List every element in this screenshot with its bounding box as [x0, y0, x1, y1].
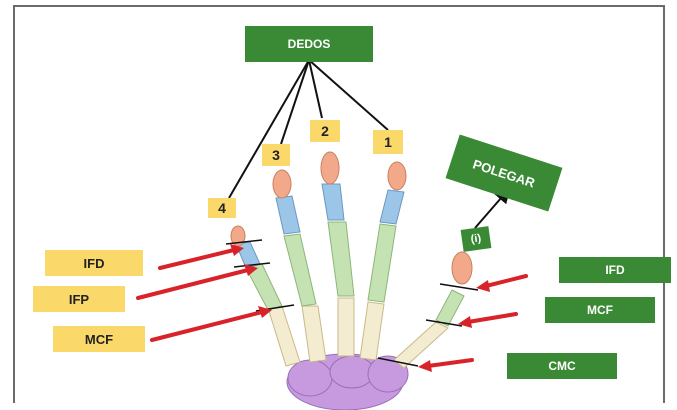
- left-label-mcf: MCF: [53, 326, 145, 352]
- finger-number-4: 4: [208, 198, 236, 218]
- right-label-ifd: IFD: [559, 257, 671, 283]
- joint-lines: [225, 239, 479, 367]
- right-label-mcf: MCF: [545, 297, 655, 323]
- red-arrowheads: [230, 244, 490, 372]
- right-label-cmc: CMC: [507, 353, 617, 379]
- finger-number-3: 3: [262, 144, 290, 166]
- finger-number-2: 2: [310, 120, 340, 142]
- dedos-arrows: [228, 59, 389, 199]
- left-label-ifd: IFD: [45, 250, 143, 276]
- proximal-phalanges: [245, 221, 465, 327]
- carpal-bones: [286, 353, 409, 410]
- finger-number-1: 1: [373, 130, 403, 154]
- figure-frame: [13, 5, 665, 403]
- distal-phalanges: [230, 151, 473, 285]
- thumb-number-label: (i): [460, 226, 492, 252]
- red-arrows: [136, 248, 528, 368]
- dedos-label: DEDOS: [245, 26, 373, 62]
- left-label-ifp: IFP: [33, 286, 125, 312]
